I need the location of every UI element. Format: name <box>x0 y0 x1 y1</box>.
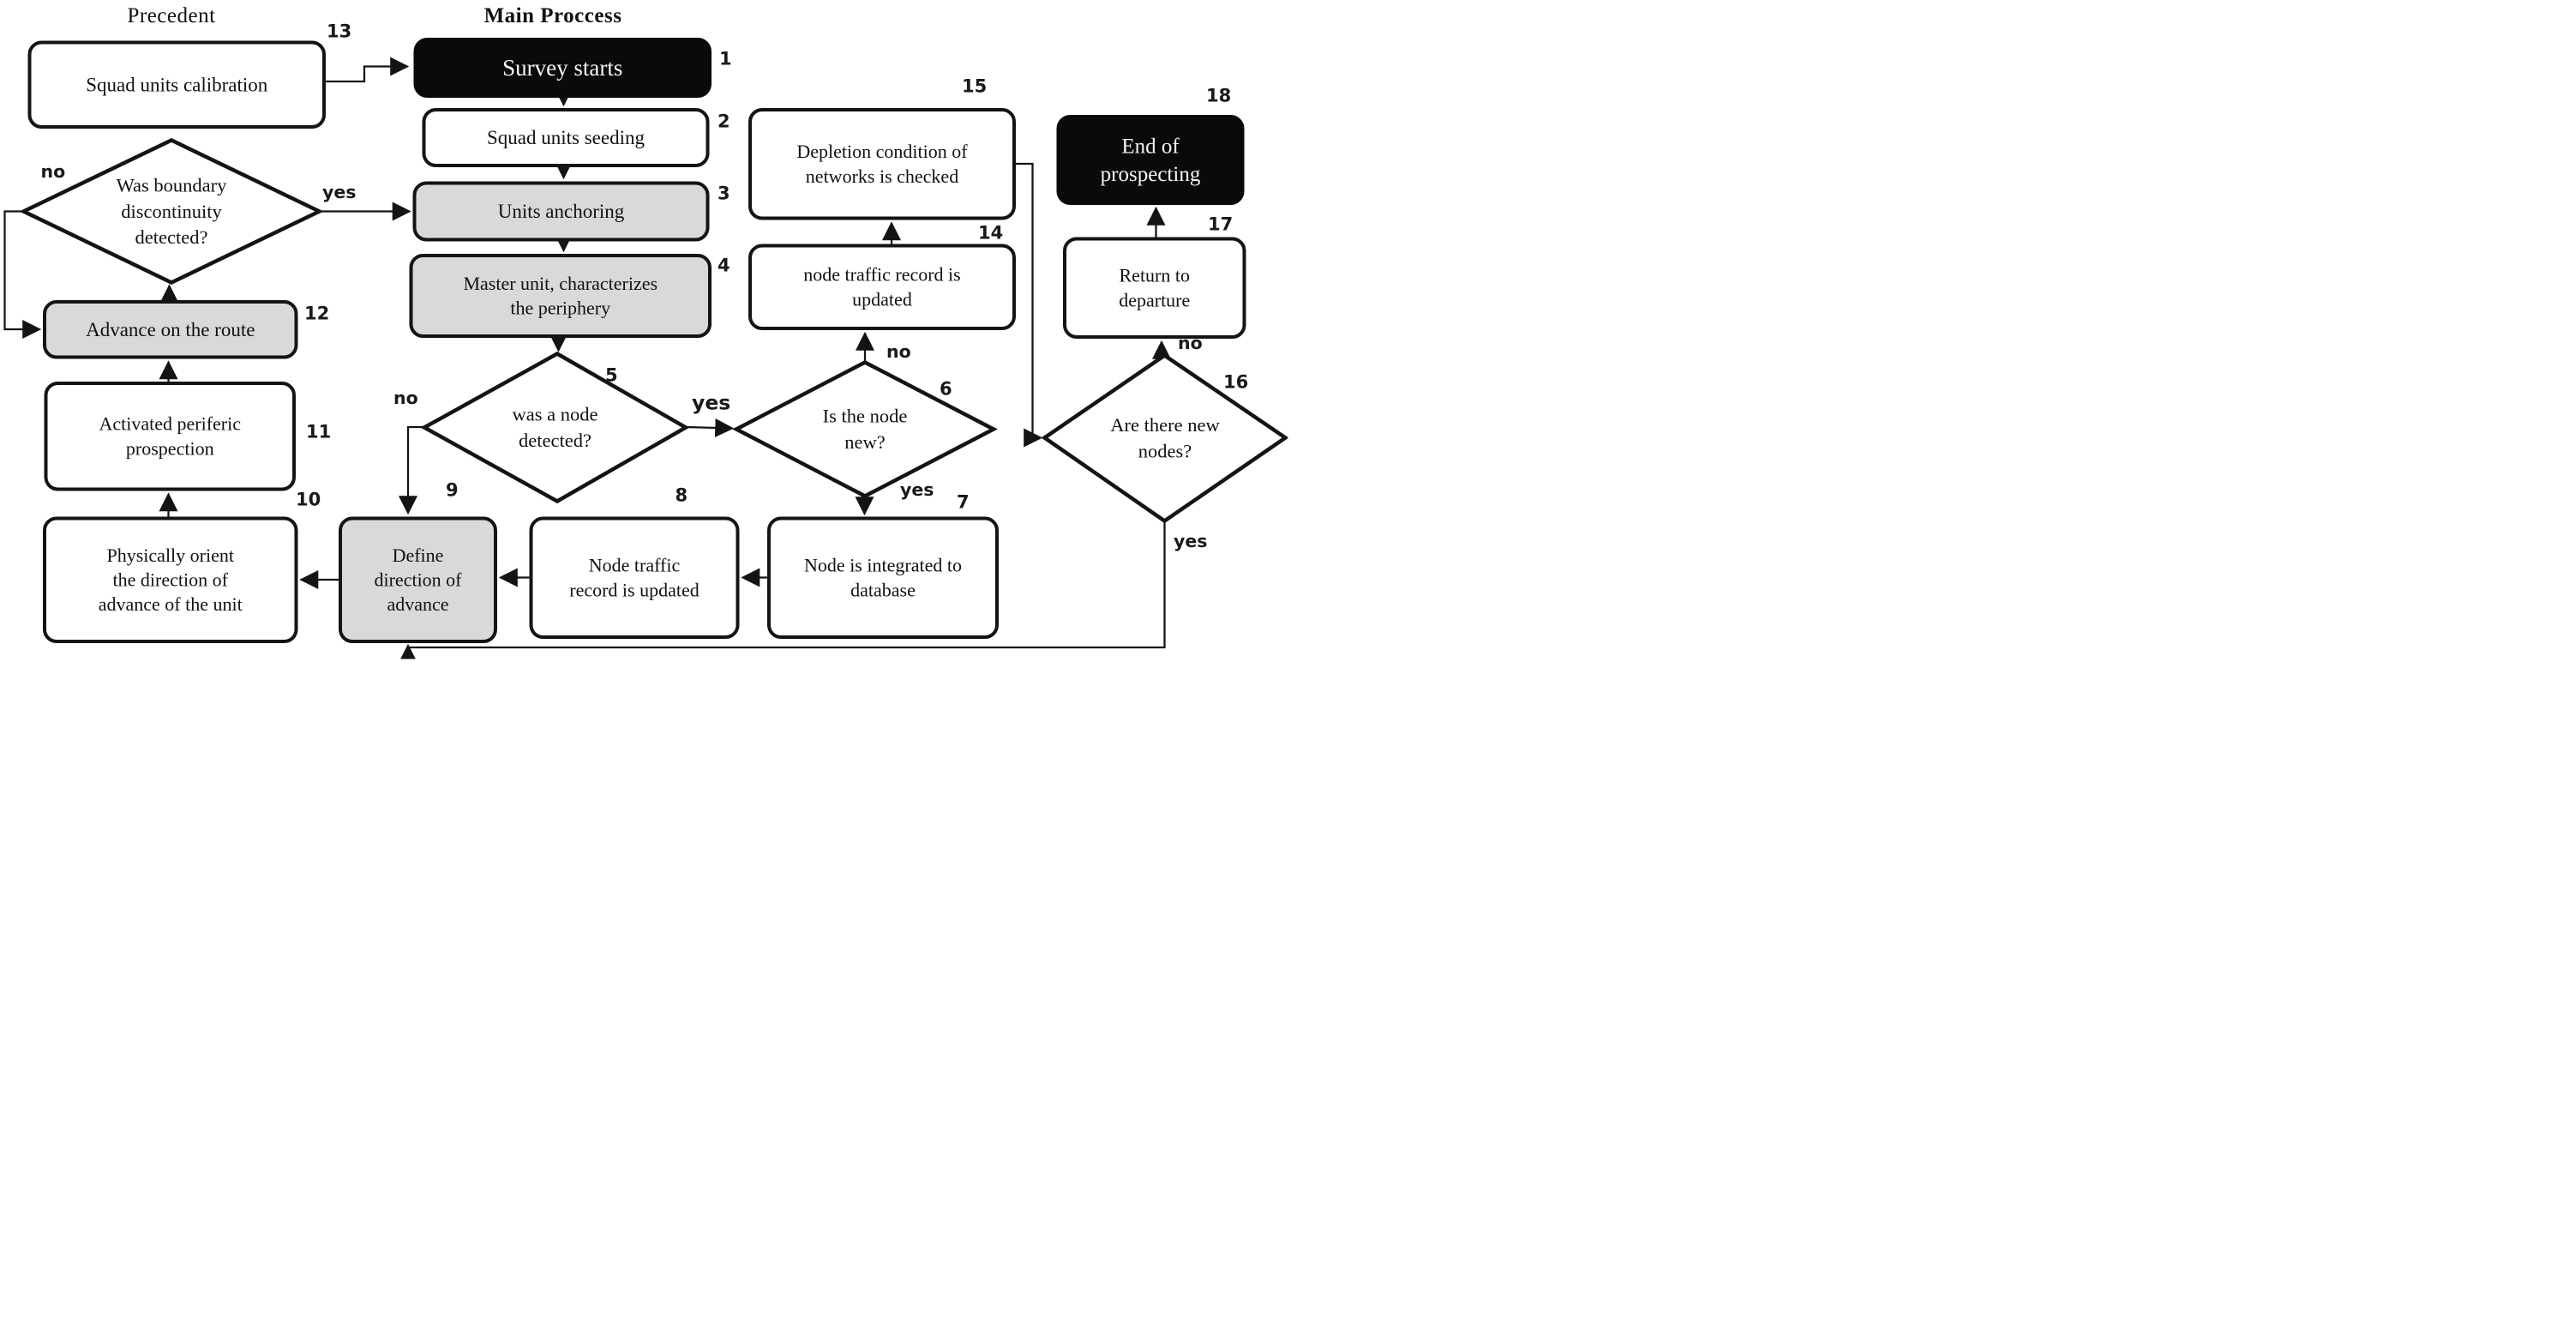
step-number-2: 2 <box>718 111 730 132</box>
step-number-13: 13 <box>327 21 352 42</box>
step-number-11: 11 <box>306 421 332 442</box>
step-number-7: 7 <box>957 491 970 513</box>
node-survey-starts: Survey starts <box>413 38 712 98</box>
node-integrated-to-database: Node is integrated to database <box>767 516 999 639</box>
step-number-10: 10 <box>296 489 321 510</box>
node-depletion-condition-checked: Depletion condition of networks is check… <box>748 108 1016 220</box>
edge-label-node-detected-yes: yes <box>692 391 731 415</box>
flowchart-figure: Precedent Main Proccess Squad units cali… <box>0 0 1288 659</box>
column-title-main-process: Main Proccess <box>483 3 622 27</box>
step-number-15: 15 <box>962 75 988 97</box>
node-activated-periferic-prospection: Activated periferic prospection <box>44 382 296 491</box>
edge-label-node-new-yes: yes <box>900 479 934 500</box>
edge-label-boundary-yes: yes <box>322 182 357 202</box>
step-number-17: 17 <box>1208 214 1234 235</box>
step-number-5: 5 <box>605 364 618 386</box>
node-end-of-prospecting: End of prospecting <box>1056 115 1245 205</box>
step-number-16: 16 <box>1223 371 1249 393</box>
node-advance-on-route: Advance on the route <box>43 300 298 359</box>
decision-node-detected-shape <box>420 351 690 504</box>
flow-connectors <box>3 57 1288 659</box>
step-number-14: 14 <box>978 222 1004 244</box>
step-number-1: 1 <box>719 48 732 69</box>
node-define-direction-of-advance: Define direction of advance <box>339 516 497 643</box>
node-traffic-record-updated: Node traffic record is updated <box>529 516 740 639</box>
step-number-18: 18 <box>1206 85 1232 106</box>
step-number-9: 9 <box>446 479 459 501</box>
edge-label-boundary-no: no <box>40 161 66 182</box>
step-number-12: 12 <box>304 303 330 324</box>
step-number-4: 4 <box>718 255 730 276</box>
node-units-anchoring: Units anchoring <box>412 181 710 242</box>
edge-label-new-nodes-yes: yes <box>1174 531 1208 551</box>
edge-label-new-nodes-no: no <box>1178 333 1203 353</box>
node-return-to-departure: Return to departure <box>1063 237 1246 339</box>
step-number-6: 6 <box>940 378 952 400</box>
node-squad-units-calibration: Squad units calibration <box>27 40 326 129</box>
edge-label-node-new-no: no <box>886 341 911 362</box>
step-number-8: 8 <box>675 484 688 506</box>
node-squad-units-seeding: Squad units seeding <box>422 108 710 167</box>
decision-new-nodes-shape <box>1041 352 1288 524</box>
column-title-precedent: Precedent <box>127 3 216 27</box>
node-master-unit-characterizes-periphery: Master unit, characterizes the periphery <box>409 254 712 338</box>
flowchart-canvas: Precedent Main Proccess Squad units cali… <box>0 0 1288 659</box>
decision-node-new-shape <box>732 359 998 499</box>
node-physically-orient-direction: Physically orient the direction of advan… <box>43 516 298 643</box>
decision-boundary-shape <box>19 138 324 285</box>
step-number-3: 3 <box>718 183 730 204</box>
node-traffic-record-updated-check: node traffic record is updated <box>748 244 1016 330</box>
edge-label-node-detected-no: no <box>393 388 418 408</box>
